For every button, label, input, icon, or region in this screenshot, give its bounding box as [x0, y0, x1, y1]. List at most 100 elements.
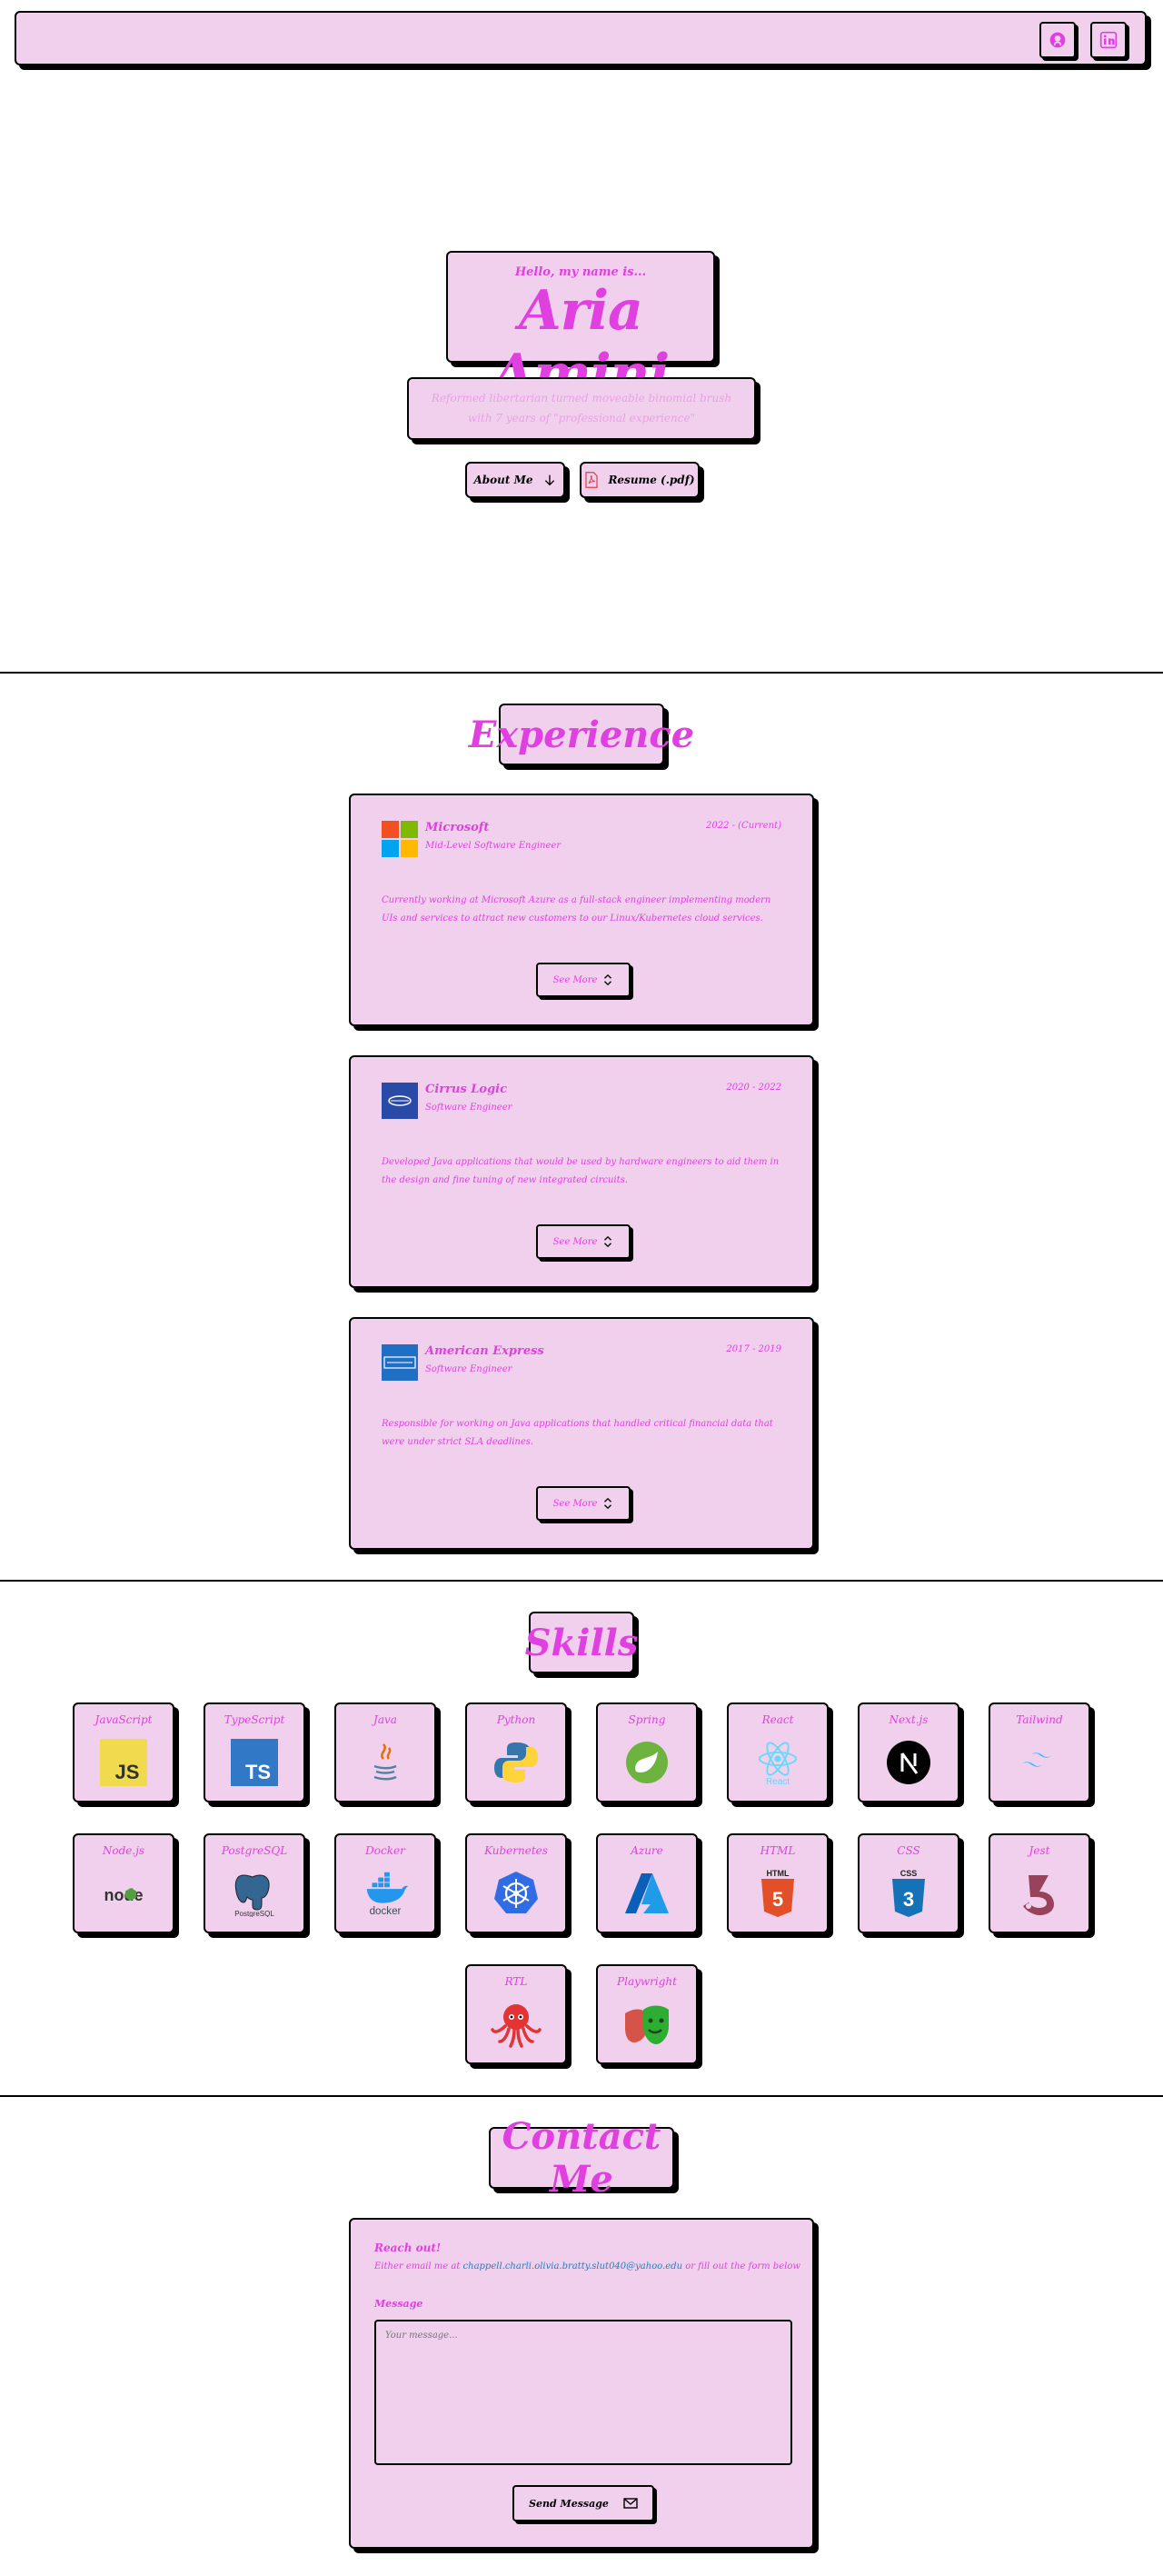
azure-icon — [621, 1868, 672, 1919]
svg-text:3: 3 — [903, 1888, 914, 1911]
see-more-button[interactable]: See More — [536, 963, 631, 997]
skill-card-spring: Spring — [596, 1702, 698, 1802]
experience-role: Mid-Level Software Engineer — [425, 841, 562, 851]
mail-icon — [623, 2498, 638, 2509]
skill-label: React — [761, 1713, 794, 1726]
skill-card-docker: Docker docker — [334, 1833, 436, 1933]
section-divider — [0, 2095, 1163, 2097]
skill-card-rtl: RTL — [465, 1964, 567, 2064]
hero-tagline: Reformed libertarian turned moveable bin… — [407, 377, 756, 440]
chevron-up-down-icon — [604, 1235, 612, 1248]
javascript-icon: JS — [98, 1737, 149, 1788]
skill-label: Kubernetes — [484, 1844, 548, 1857]
experience-company: American Express — [425, 1344, 544, 1358]
octopus-icon — [491, 1999, 542, 2050]
linkedin-link[interactable] — [1090, 22, 1127, 58]
skill-card-typescript: TypeScript TS — [204, 1702, 305, 1802]
experience-role: Software Engineer — [425, 1103, 512, 1113]
contact-subtext-before: Either email me at — [374, 2261, 461, 2271]
message-input[interactable] — [374, 2320, 792, 2465]
cirrus-logic-logo-icon — [382, 1083, 418, 1119]
see-more-label: See More — [552, 1236, 598, 1247]
svg-text:CSS: CSS — [900, 1869, 918, 1878]
about-me-label: About Me — [473, 474, 533, 486]
send-message-button[interactable]: Send Message — [512, 2485, 654, 2521]
experience-date: 2020 - 2022 — [726, 1083, 781, 1093]
skill-card-css: CSS CSS 3 — [858, 1833, 959, 1933]
see-more-button[interactable]: See More — [536, 1224, 631, 1259]
skill-label: TypeScript — [224, 1713, 285, 1726]
contact-subtext: Either email me at chappell.charli.olivi… — [374, 2261, 800, 2271]
spring-icon — [621, 1737, 672, 1788]
svg-text:TS: TS — [245, 1761, 271, 1783]
experience-company: Cirrus Logic — [425, 1083, 508, 1096]
skill-label: Spring — [628, 1713, 666, 1726]
experience-title: Experience — [469, 704, 694, 765]
pdf-icon — [585, 472, 599, 488]
skill-card-playwright: Playwright — [596, 1964, 698, 2064]
american-express-logo-icon — [382, 1344, 418, 1381]
contact-heading: Reach out! — [374, 2242, 442, 2254]
contact-subtext-after: or fill out the form below — [685, 2261, 800, 2271]
github-link[interactable] — [1039, 22, 1076, 58]
nextjs-icon — [883, 1737, 934, 1788]
hero-greeting: Hello, my name is... — [514, 265, 647, 279]
skill-label: Tailwind — [1016, 1713, 1063, 1726]
contact-email-link[interactable]: chappell.charli.olivia.bratty.slut040@ya… — [462, 2261, 683, 2271]
skill-label: Jest — [1029, 1844, 1050, 1857]
experience-description: Responsible for working on Java applicat… — [382, 1419, 773, 1447]
contact-title: Contact Me — [489, 2115, 674, 2201]
arrow-down-icon — [544, 474, 554, 486]
skills-title: Skills — [525, 1612, 638, 1673]
see-more-label: See More — [552, 1498, 598, 1509]
kubernetes-icon — [491, 1868, 542, 1919]
python-icon — [491, 1737, 542, 1788]
experience-description: Developed Java applications that would b… — [382, 1157, 780, 1185]
see-more-label: See More — [552, 974, 598, 985]
java-icon — [360, 1737, 411, 1788]
experience-date: 2017 - 2019 — [726, 1344, 781, 1354]
skill-label: Docker — [365, 1844, 405, 1857]
about-me-button[interactable]: About Me — [465, 462, 565, 498]
skill-card-react: React React — [727, 1702, 829, 1802]
skill-label: Node.js — [102, 1844, 145, 1857]
hero-name-card: Hello, my name is... Aria Amini — [446, 251, 715, 406]
skill-label: CSS — [897, 1844, 920, 1857]
docker-icon: docker — [360, 1868, 411, 1919]
experience-company: Microsoft — [425, 821, 490, 834]
experience-role: Software Engineer — [425, 1364, 512, 1374]
skill-label: Playwright — [617, 1975, 677, 1988]
chevron-up-down-icon — [604, 973, 612, 986]
svg-text:5: 5 — [772, 1888, 783, 1911]
jest-icon — [1014, 1868, 1065, 1919]
svg-text:PostgreSQL: PostgreSQL — [234, 1910, 274, 1917]
section-divider — [0, 672, 1163, 674]
skill-label: Java — [373, 1713, 397, 1726]
resume-button[interactable]: Resume (.pdf) — [580, 462, 700, 498]
typescript-icon: TS — [229, 1737, 280, 1788]
skill-label: Azure — [631, 1844, 663, 1857]
skill-card-nextjs: Next.js — [858, 1702, 959, 1802]
skill-card-javascript: JavaScript JS — [73, 1702, 174, 1802]
svg-text:HTML: HTML — [767, 1869, 790, 1878]
resume-label: Resume (.pdf) — [608, 474, 695, 486]
send-message-label: Send Message — [529, 2497, 609, 2510]
skill-card-azure: Azure — [596, 1833, 698, 1933]
experience-description: Currently working at Microsoft Azure as … — [382, 895, 771, 924]
top-nav-bar — [15, 11, 1147, 65]
section-divider — [0, 1580, 1163, 1582]
svg-text:node: node — [104, 1886, 144, 1904]
see-more-button[interactable]: See More — [536, 1486, 631, 1521]
skill-label: RTL — [504, 1975, 528, 1988]
skill-card-postgresql: PostgreSQL PostgreSQL — [204, 1833, 305, 1933]
skill-card-jest: Jest — [989, 1833, 1090, 1933]
svg-text:docker: docker — [370, 1906, 402, 1917]
experience-card-american-express: American Express Software Engineer 2017 … — [349, 1317, 814, 1550]
contact-form-card: Reach out! Either email me at chappell.c… — [349, 2218, 814, 2549]
skill-label: PostgreSQL — [221, 1844, 288, 1857]
skill-card-kubernetes: Kubernetes — [465, 1833, 567, 1933]
skill-card-tailwind: Tailwind — [989, 1702, 1090, 1802]
linkedin-icon — [1099, 31, 1118, 49]
skill-card-python: Python — [465, 1702, 567, 1802]
skill-card-java: Java — [334, 1702, 436, 1802]
